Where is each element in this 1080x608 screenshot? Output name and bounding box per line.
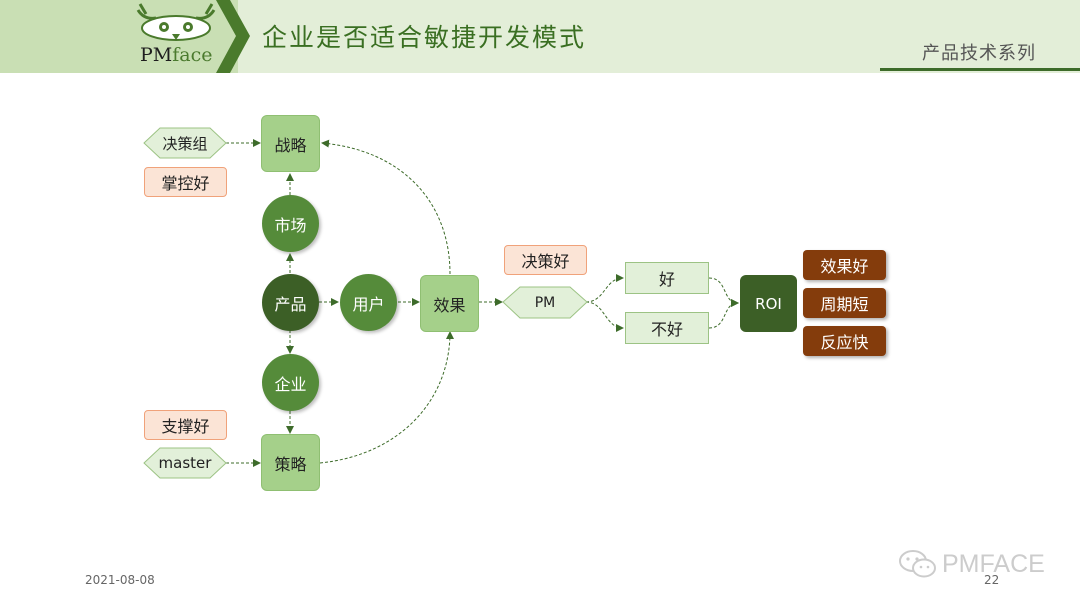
hex-master xyxy=(143,447,227,479)
connector-tactics-effect xyxy=(319,331,454,464)
hex-pm xyxy=(502,286,588,319)
connector-pm-notgood xyxy=(585,301,624,332)
user-node: 用户 xyxy=(340,274,397,331)
support-good-label: 支撑好 xyxy=(144,410,227,440)
effect-node: 效果 xyxy=(420,275,479,332)
series-label: 产品技术系列 xyxy=(922,43,1036,64)
market-node: 市场 xyxy=(262,195,319,252)
page-title: 企业是否适合敏捷开发模式 xyxy=(262,23,587,52)
decision-good-label: 决策好 xyxy=(504,245,587,275)
outcome-item: 周期短 xyxy=(803,288,886,318)
series-underline xyxy=(880,68,1080,71)
logo-face: face xyxy=(172,44,213,66)
strategy-node: 战略 xyxy=(261,115,320,172)
roi-node: ROI xyxy=(740,275,797,332)
connector-notgood-roi xyxy=(708,299,739,329)
logo-text: PMface xyxy=(140,44,213,66)
page-number: 22 xyxy=(984,573,1000,587)
product-node: 产品 xyxy=(262,274,319,331)
owl-logo-icon xyxy=(136,3,216,41)
not-good-node: 不好 xyxy=(625,312,709,344)
pm-node: PM xyxy=(534,294,556,311)
hex-decision-group xyxy=(143,127,227,159)
connector-pm-good xyxy=(585,274,624,303)
footer-brand: PMFACE xyxy=(942,550,1045,578)
wechat-icon xyxy=(899,550,936,578)
footer-date: 2021-08-08 xyxy=(85,573,155,587)
header-chevron-icon xyxy=(216,0,250,73)
header-bar: PMface 企业是否适合敏捷开发模式 产品技术系列 xyxy=(0,0,1080,73)
control-good-label: 掌控好 xyxy=(144,167,227,197)
enterprise-node: 企业 xyxy=(262,354,319,411)
outcome-item: 反应快 xyxy=(803,326,886,356)
connector-good-roi xyxy=(708,277,739,307)
tactics-node: 策略 xyxy=(261,434,320,491)
good-node: 好 xyxy=(625,262,709,294)
master-label: master xyxy=(158,454,212,472)
outcome-item: 效果好 xyxy=(803,250,886,280)
decision-group-label: 决策组 xyxy=(162,134,208,153)
logo-pm: PM xyxy=(140,44,173,66)
connector-effect-strategy xyxy=(321,139,451,275)
